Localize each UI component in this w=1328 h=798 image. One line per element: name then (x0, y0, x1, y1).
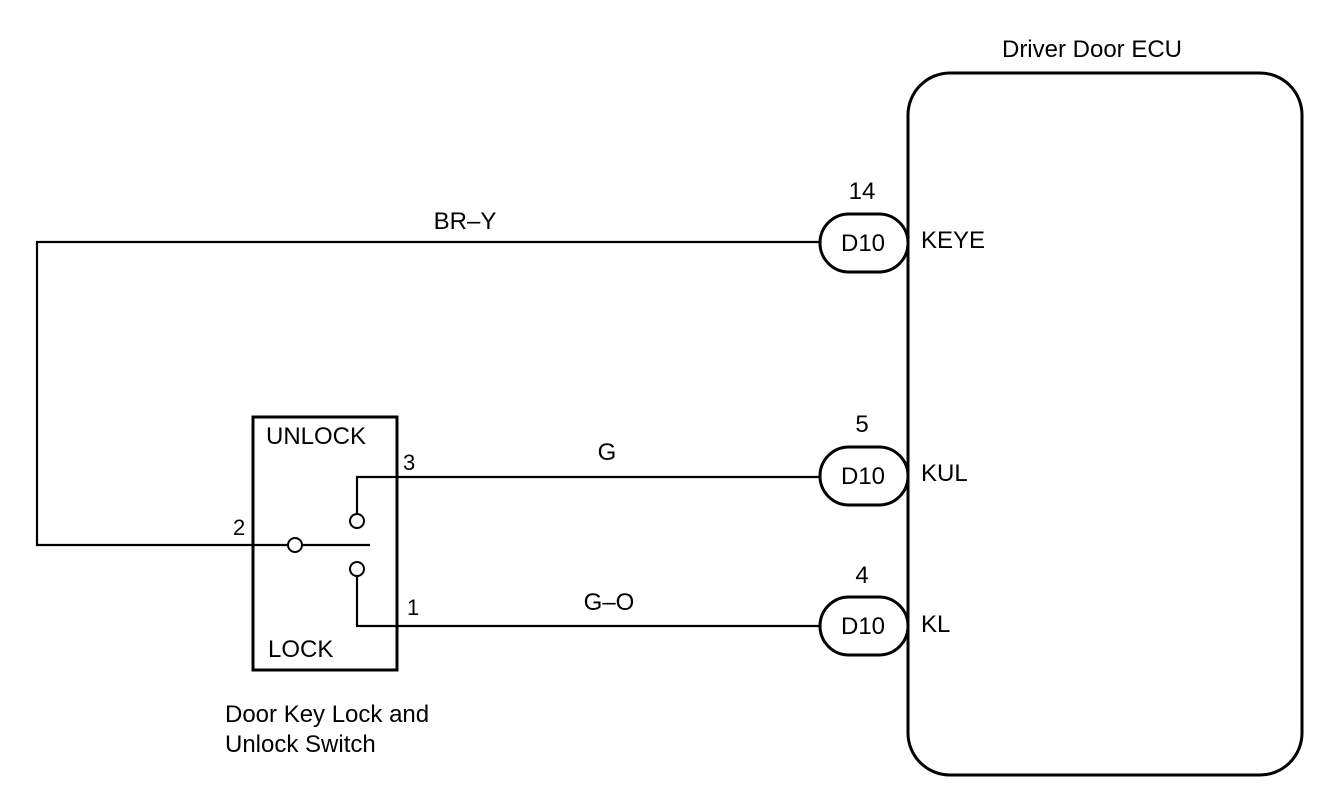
switch-terminal-1: 1 (407, 595, 419, 620)
wire-br-y (35, 240, 820, 547)
switch-terminal-2: 2 (233, 515, 245, 540)
ecu-title: Driver Door ECU (1002, 36, 1182, 63)
switch-box (251, 415, 399, 672)
wire-g-o-label: G–O (584, 589, 635, 616)
connector-d10-pin5 (818, 445, 910, 507)
switch-terminal-3: 3 (403, 450, 415, 475)
wire-g-o (355, 576, 820, 628)
ecu-box (906, 71, 1304, 777)
signal-kl: KL (921, 611, 950, 638)
switch-lock-contact (349, 561, 365, 577)
pin-14-number: 14 (849, 178, 876, 205)
connector-d10-pin4-label: D10 (841, 613, 885, 640)
connector-d10-pin14 (818, 212, 910, 274)
switch-unlock-label: UNLOCK (266, 423, 366, 450)
switch-unlock-contact (349, 513, 365, 529)
switch-common-contact (287, 537, 303, 553)
switch-caption-line2: Unlock Switch (225, 731, 376, 758)
wire-g (355, 475, 820, 514)
wire-g-label: G (598, 439, 617, 466)
signal-keye: KEYE (921, 227, 985, 254)
connector-d10-pin5-label: D10 (841, 463, 885, 490)
signal-kul: KUL (921, 460, 968, 487)
switch-caption-line1: Door Key Lock and (225, 701, 429, 728)
wire-br-y-label: BR–Y (434, 208, 497, 235)
switch-lock-label: LOCK (268, 636, 333, 663)
connector-d10-pin4 (818, 595, 910, 657)
pin-5-number: 5 (855, 411, 868, 438)
pin-4-number: 4 (855, 562, 868, 589)
connector-d10-pin14-label: D10 (841, 230, 885, 257)
